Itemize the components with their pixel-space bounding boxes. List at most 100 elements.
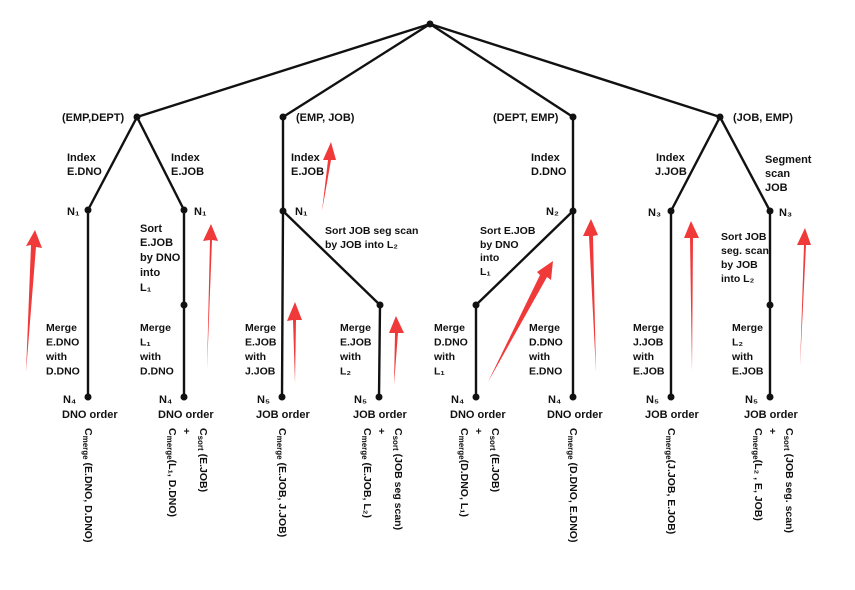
node bbox=[766, 301, 774, 309]
arrow-up-icon bbox=[488, 261, 553, 382]
merge-text: Merge bbox=[434, 322, 465, 334]
sort-text: Sort JOB bbox=[721, 231, 767, 243]
leaf-node bbox=[472, 393, 480, 401]
sort-text: by JOB into L₂ bbox=[325, 239, 398, 251]
cost-symbol: C bbox=[197, 428, 209, 436]
merge-text: with bbox=[433, 351, 455, 363]
node bbox=[279, 207, 287, 215]
cost-term: Cmerge(L₁, D.DNO) bbox=[162, 428, 179, 517]
cost-subscript: sort bbox=[487, 435, 497, 451]
cost-argument: (E.JOB, J.JOB) bbox=[276, 459, 288, 538]
leaf-node-label: N₅ bbox=[257, 394, 270, 406]
sort-label: Sort JOB seg scan by JOB into L₂ bbox=[325, 225, 418, 251]
cost-term: Cmerge (E.JOB, J.JOB) bbox=[272, 428, 289, 537]
plus-sign: + bbox=[179, 428, 192, 435]
cost-formula: Cmerge (E.JOB, J.JOB) bbox=[275, 428, 289, 537]
merge-text: E.DNO bbox=[46, 337, 79, 349]
merge-text: with bbox=[45, 351, 67, 363]
merge-text: Merge bbox=[732, 322, 763, 334]
node-label: N₁ bbox=[67, 206, 80, 218]
sort-label: Sort E.JOB by DNO into L₁ bbox=[480, 225, 536, 278]
edge-label: J.JOB bbox=[655, 166, 687, 178]
cost-argument: (JOB seg. scan) bbox=[783, 450, 795, 533]
edge-label: Index bbox=[531, 152, 561, 164]
leaf-order-label: DNO order bbox=[450, 409, 506, 421]
node-label: N₁ bbox=[194, 206, 207, 218]
merge-text: with bbox=[339, 351, 361, 363]
merge-text: with bbox=[528, 351, 550, 363]
arrow-up-icon bbox=[684, 221, 699, 372]
leaf-node-label: N₅ bbox=[646, 394, 659, 406]
merge-text: L₁ bbox=[434, 366, 445, 378]
sort-text: by DNO bbox=[480, 239, 519, 251]
merge-text: D.DNO bbox=[529, 337, 563, 349]
leaf-order-label: JOB order bbox=[256, 409, 311, 421]
cost-symbol: C bbox=[489, 428, 501, 436]
leaf-order-label: JOB order bbox=[353, 409, 408, 421]
edge-label: Segment bbox=[765, 154, 812, 166]
edge-label: JOB bbox=[765, 182, 788, 194]
sort-text: by JOB bbox=[721, 259, 758, 271]
edge bbox=[280, 210, 285, 398]
leaf-node bbox=[375, 393, 383, 401]
node bbox=[84, 206, 92, 214]
arrow-up-icon bbox=[203, 224, 218, 370]
cost-subscript: merge bbox=[80, 435, 90, 460]
edge-label: E.JOB bbox=[291, 166, 324, 178]
edge-label: D.DNO bbox=[531, 166, 567, 178]
cost-term: Cmerge (E.JOB, L₂) bbox=[357, 428, 374, 530]
edge-label: Index bbox=[291, 152, 321, 164]
node-label: (EMP,DEPT) bbox=[62, 112, 124, 124]
arrow-up-icon bbox=[287, 302, 302, 383]
cost-formula: Csort (E.JOB)+Cmerge(L₁, D.DNO) bbox=[165, 428, 210, 517]
leaf-node-label: N₅ bbox=[354, 394, 367, 406]
cost-symbol: C bbox=[82, 428, 94, 436]
edge bbox=[86, 116, 139, 211]
cost-argument: (E.JOB) bbox=[489, 450, 501, 493]
cost-term: Csort (JOB seg scan) bbox=[388, 428, 405, 530]
cost-formula: Csort (JOB seg. scan)+Cmerge(L₂ , E, JOB… bbox=[750, 428, 796, 533]
edge bbox=[718, 116, 772, 212]
arrow-up-icon bbox=[389, 316, 404, 385]
cost-formula: Cmerge(J.JOB, E.JOB) bbox=[664, 428, 678, 534]
leaf-node bbox=[278, 393, 286, 401]
sort-label: Sort E.JOB by DNO into L₁ bbox=[140, 223, 181, 294]
merge-text: E.JOB bbox=[245, 337, 277, 349]
node-label: (EMP, JOB) bbox=[296, 112, 355, 124]
cost-argument: (E.DNO, D.DNO) bbox=[82, 459, 94, 543]
cost-symbol: C bbox=[751, 428, 764, 436]
sort-text: by DNO bbox=[140, 252, 181, 264]
cost-formula: Cmerge (D.DNO, E.DNO) bbox=[566, 428, 580, 542]
cost-subscript: merge bbox=[565, 435, 575, 460]
merge-text: with bbox=[139, 351, 161, 363]
merge-text: J.JOB bbox=[633, 337, 664, 349]
cost-subscript: sort bbox=[195, 435, 205, 451]
cost-term: Csort (E.JOB) bbox=[193, 428, 210, 517]
cost-argument: (L₁, D.DNO) bbox=[165, 459, 178, 518]
sort-text: seg. scan bbox=[721, 245, 769, 257]
cost-argument: (E.JOB) bbox=[197, 450, 209, 493]
leaf-node bbox=[180, 393, 188, 401]
edge bbox=[669, 116, 722, 212]
edge bbox=[429, 22, 721, 119]
cost-symbol: C bbox=[276, 428, 288, 436]
cost-subscript: merge bbox=[750, 435, 760, 460]
edge-label: scan bbox=[765, 168, 790, 180]
tree-edges bbox=[86, 22, 772, 398]
node bbox=[180, 301, 188, 309]
cost-subscript: sort bbox=[781, 435, 791, 451]
leaf-node-label: N₄ bbox=[451, 394, 464, 406]
node-label: N₁ bbox=[295, 206, 308, 218]
edge bbox=[429, 22, 574, 119]
merge-text: D.DNO bbox=[434, 337, 468, 349]
cost-symbol: C bbox=[360, 428, 373, 436]
merge-text: Merge bbox=[633, 322, 664, 334]
leaf-node bbox=[84, 393, 92, 401]
cost-symbol: C bbox=[392, 428, 404, 436]
node bbox=[180, 206, 188, 214]
merge-text: E.DNO bbox=[529, 366, 562, 378]
merge-text: L₁ bbox=[140, 337, 151, 349]
node-label: N₂ bbox=[546, 206, 559, 218]
